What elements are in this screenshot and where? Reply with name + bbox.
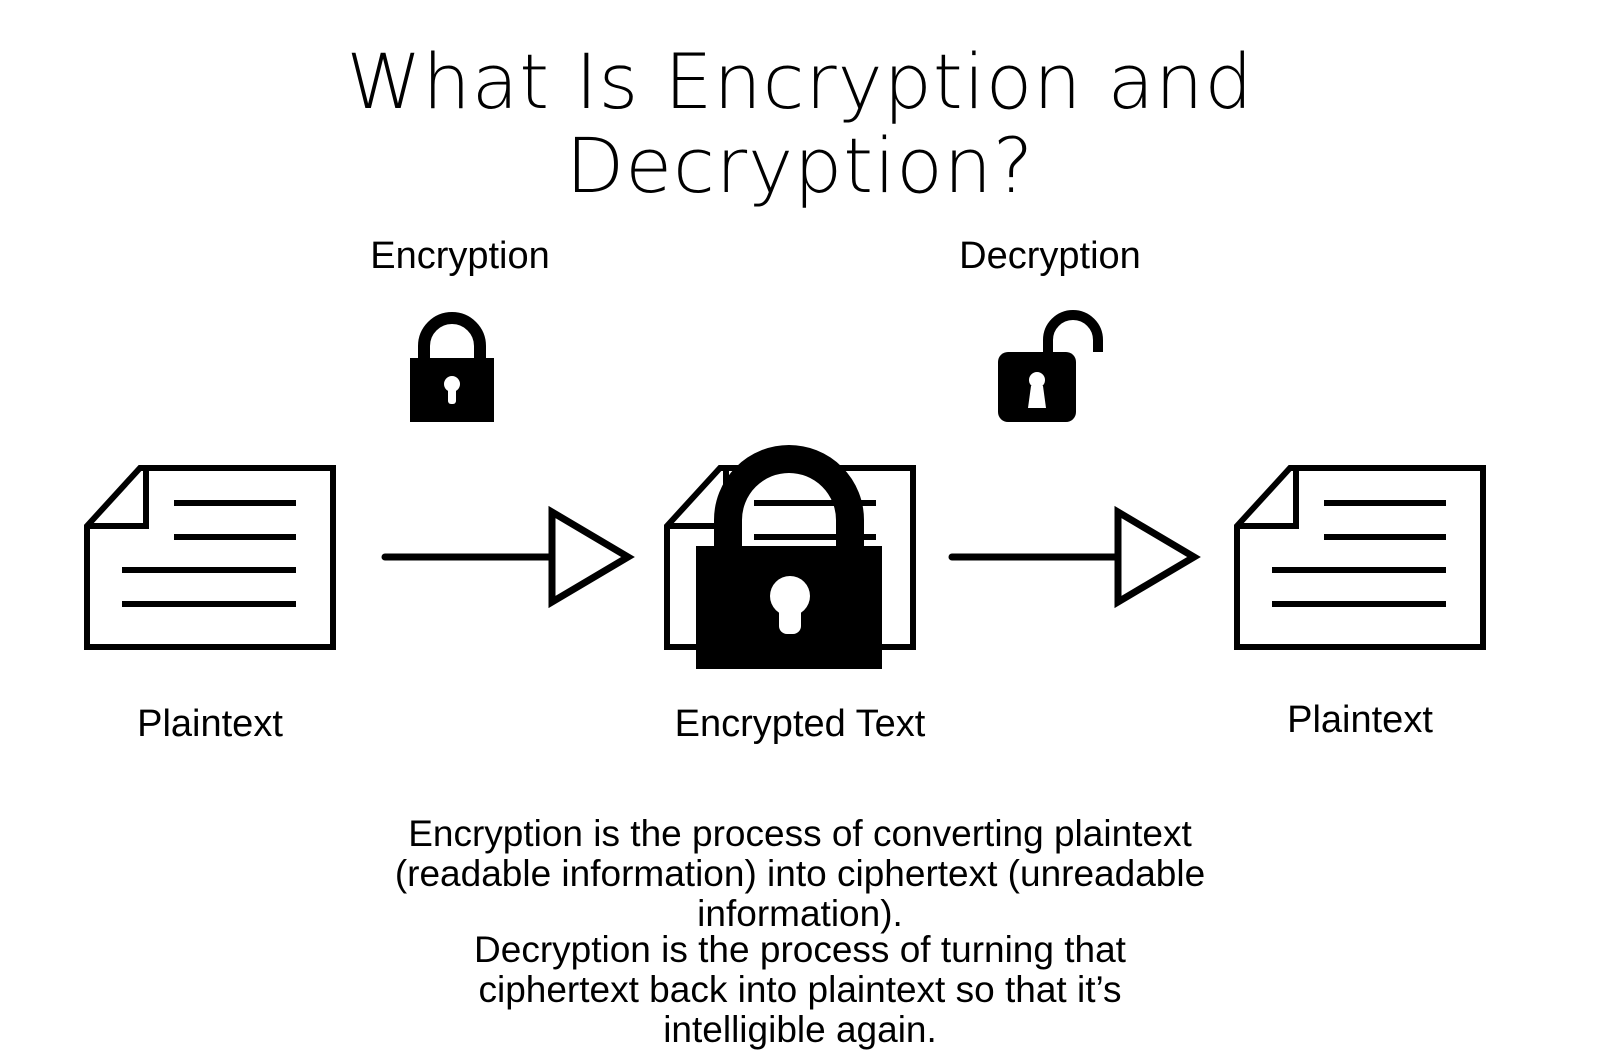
decryption-description: Decryption is the process of turning tha… xyxy=(474,929,1126,1050)
encryption-label: Encryption xyxy=(370,235,550,277)
document-icon xyxy=(84,465,336,650)
encryption-description: Encryption is the process of converting … xyxy=(394,813,1206,934)
open-padlock-icon xyxy=(998,310,1103,422)
plaintext-result-label: Plaintext xyxy=(1287,699,1433,741)
plaintext-source-label: Plaintext xyxy=(137,703,283,745)
document-icon xyxy=(1234,465,1486,650)
arrow-right-icon xyxy=(381,505,635,609)
encrypted-text-label: Encrypted Text xyxy=(674,703,926,745)
locked-document-icon xyxy=(664,445,916,669)
page-title: What Is Encryption and Decryption? xyxy=(346,37,1254,210)
closed-padlock-icon xyxy=(410,312,494,422)
arrow-right-icon xyxy=(948,505,1201,609)
decryption-label: Decryption xyxy=(959,235,1141,277)
